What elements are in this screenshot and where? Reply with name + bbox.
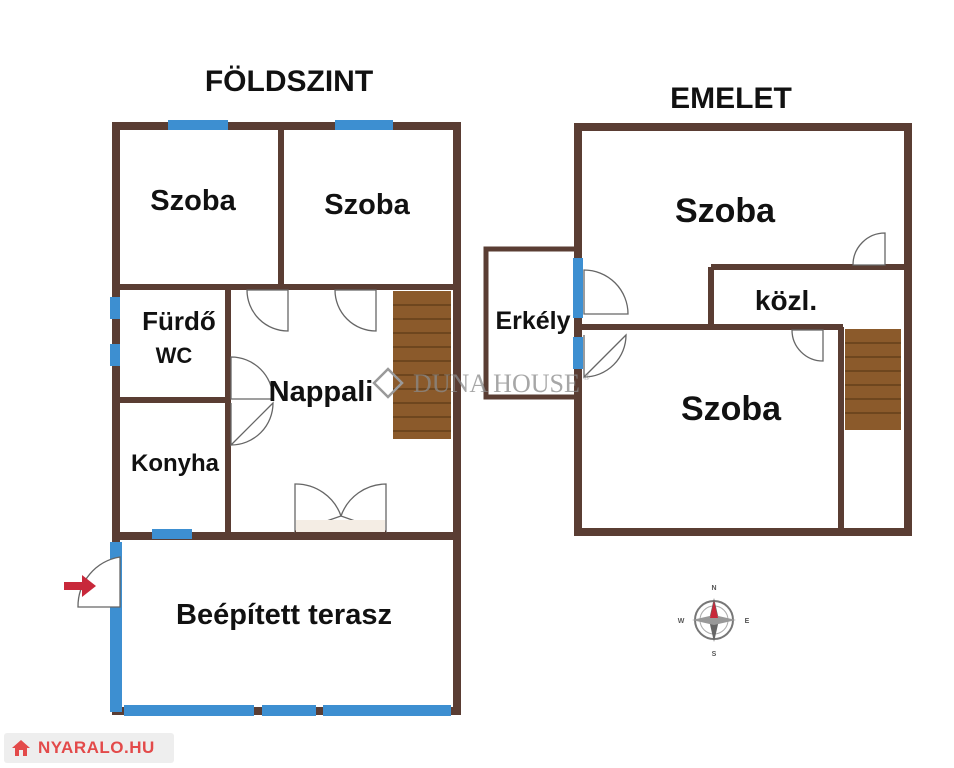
terrace-floor: [116, 536, 457, 711]
compass-e: E: [745, 618, 750, 625]
ground-doors: [230, 289, 387, 534]
watermark-mark: ®: [583, 372, 590, 382]
room-label-konyha: Konyha: [131, 450, 220, 477]
ground-floor: FÖLDSZINT: [64, 65, 461, 716]
balcony-wall: [483, 246, 581, 400]
compass-w: W: [678, 618, 685, 625]
room-label-erkely: Erkély: [495, 307, 570, 335]
room-label-kozl: közl.: [755, 285, 817, 316]
entry-arrow-icon: [64, 575, 96, 597]
ground-stairs: [393, 291, 451, 439]
room-label-szoba-1: Szoba: [150, 185, 236, 217]
room-label-szoba-2: Szoba: [324, 189, 410, 221]
compass-rose: N S E W: [678, 585, 750, 658]
ground-floor-title: FÖLDSZINT: [205, 65, 373, 98]
upper-interior-walls: [581, 264, 905, 529]
compass-s: S: [712, 651, 717, 658]
upper-floor-title: EMELET: [670, 82, 792, 115]
upper-windows: [573, 258, 583, 369]
site-badge-text: NYARALO.HU: [38, 738, 155, 757]
room-label-furdo: Fürdő: [142, 306, 216, 336]
room-label-u-szoba-2: Szoba: [681, 390, 782, 428]
watermark-text: DUNA HOUSE: [413, 369, 580, 398]
room-label-nappali: Nappali: [269, 376, 374, 408]
upper-floor: EMELET: [483, 82, 912, 536]
ground-interior-walls: [119, 129, 454, 533]
room-label-wc: WC: [156, 343, 193, 368]
upper-stairs: [845, 329, 901, 430]
compass-needle-icon: [710, 601, 718, 618]
room-label-u-szoba-1: Szoba: [675, 192, 776, 230]
compass-n: N: [711, 585, 716, 592]
duna-house-watermark: DUNA HOUSE ®: [372, 367, 590, 399]
upper-doors: [583, 232, 886, 379]
entrance: [64, 556, 121, 608]
room-label-terasz: Beépített terasz: [176, 599, 392, 631]
door-sill: [296, 520, 385, 532]
house-icon: [12, 740, 30, 756]
diamond-logo-icon: [372, 367, 404, 399]
site-badge[interactable]: NYARALO.HU: [4, 733, 174, 763]
